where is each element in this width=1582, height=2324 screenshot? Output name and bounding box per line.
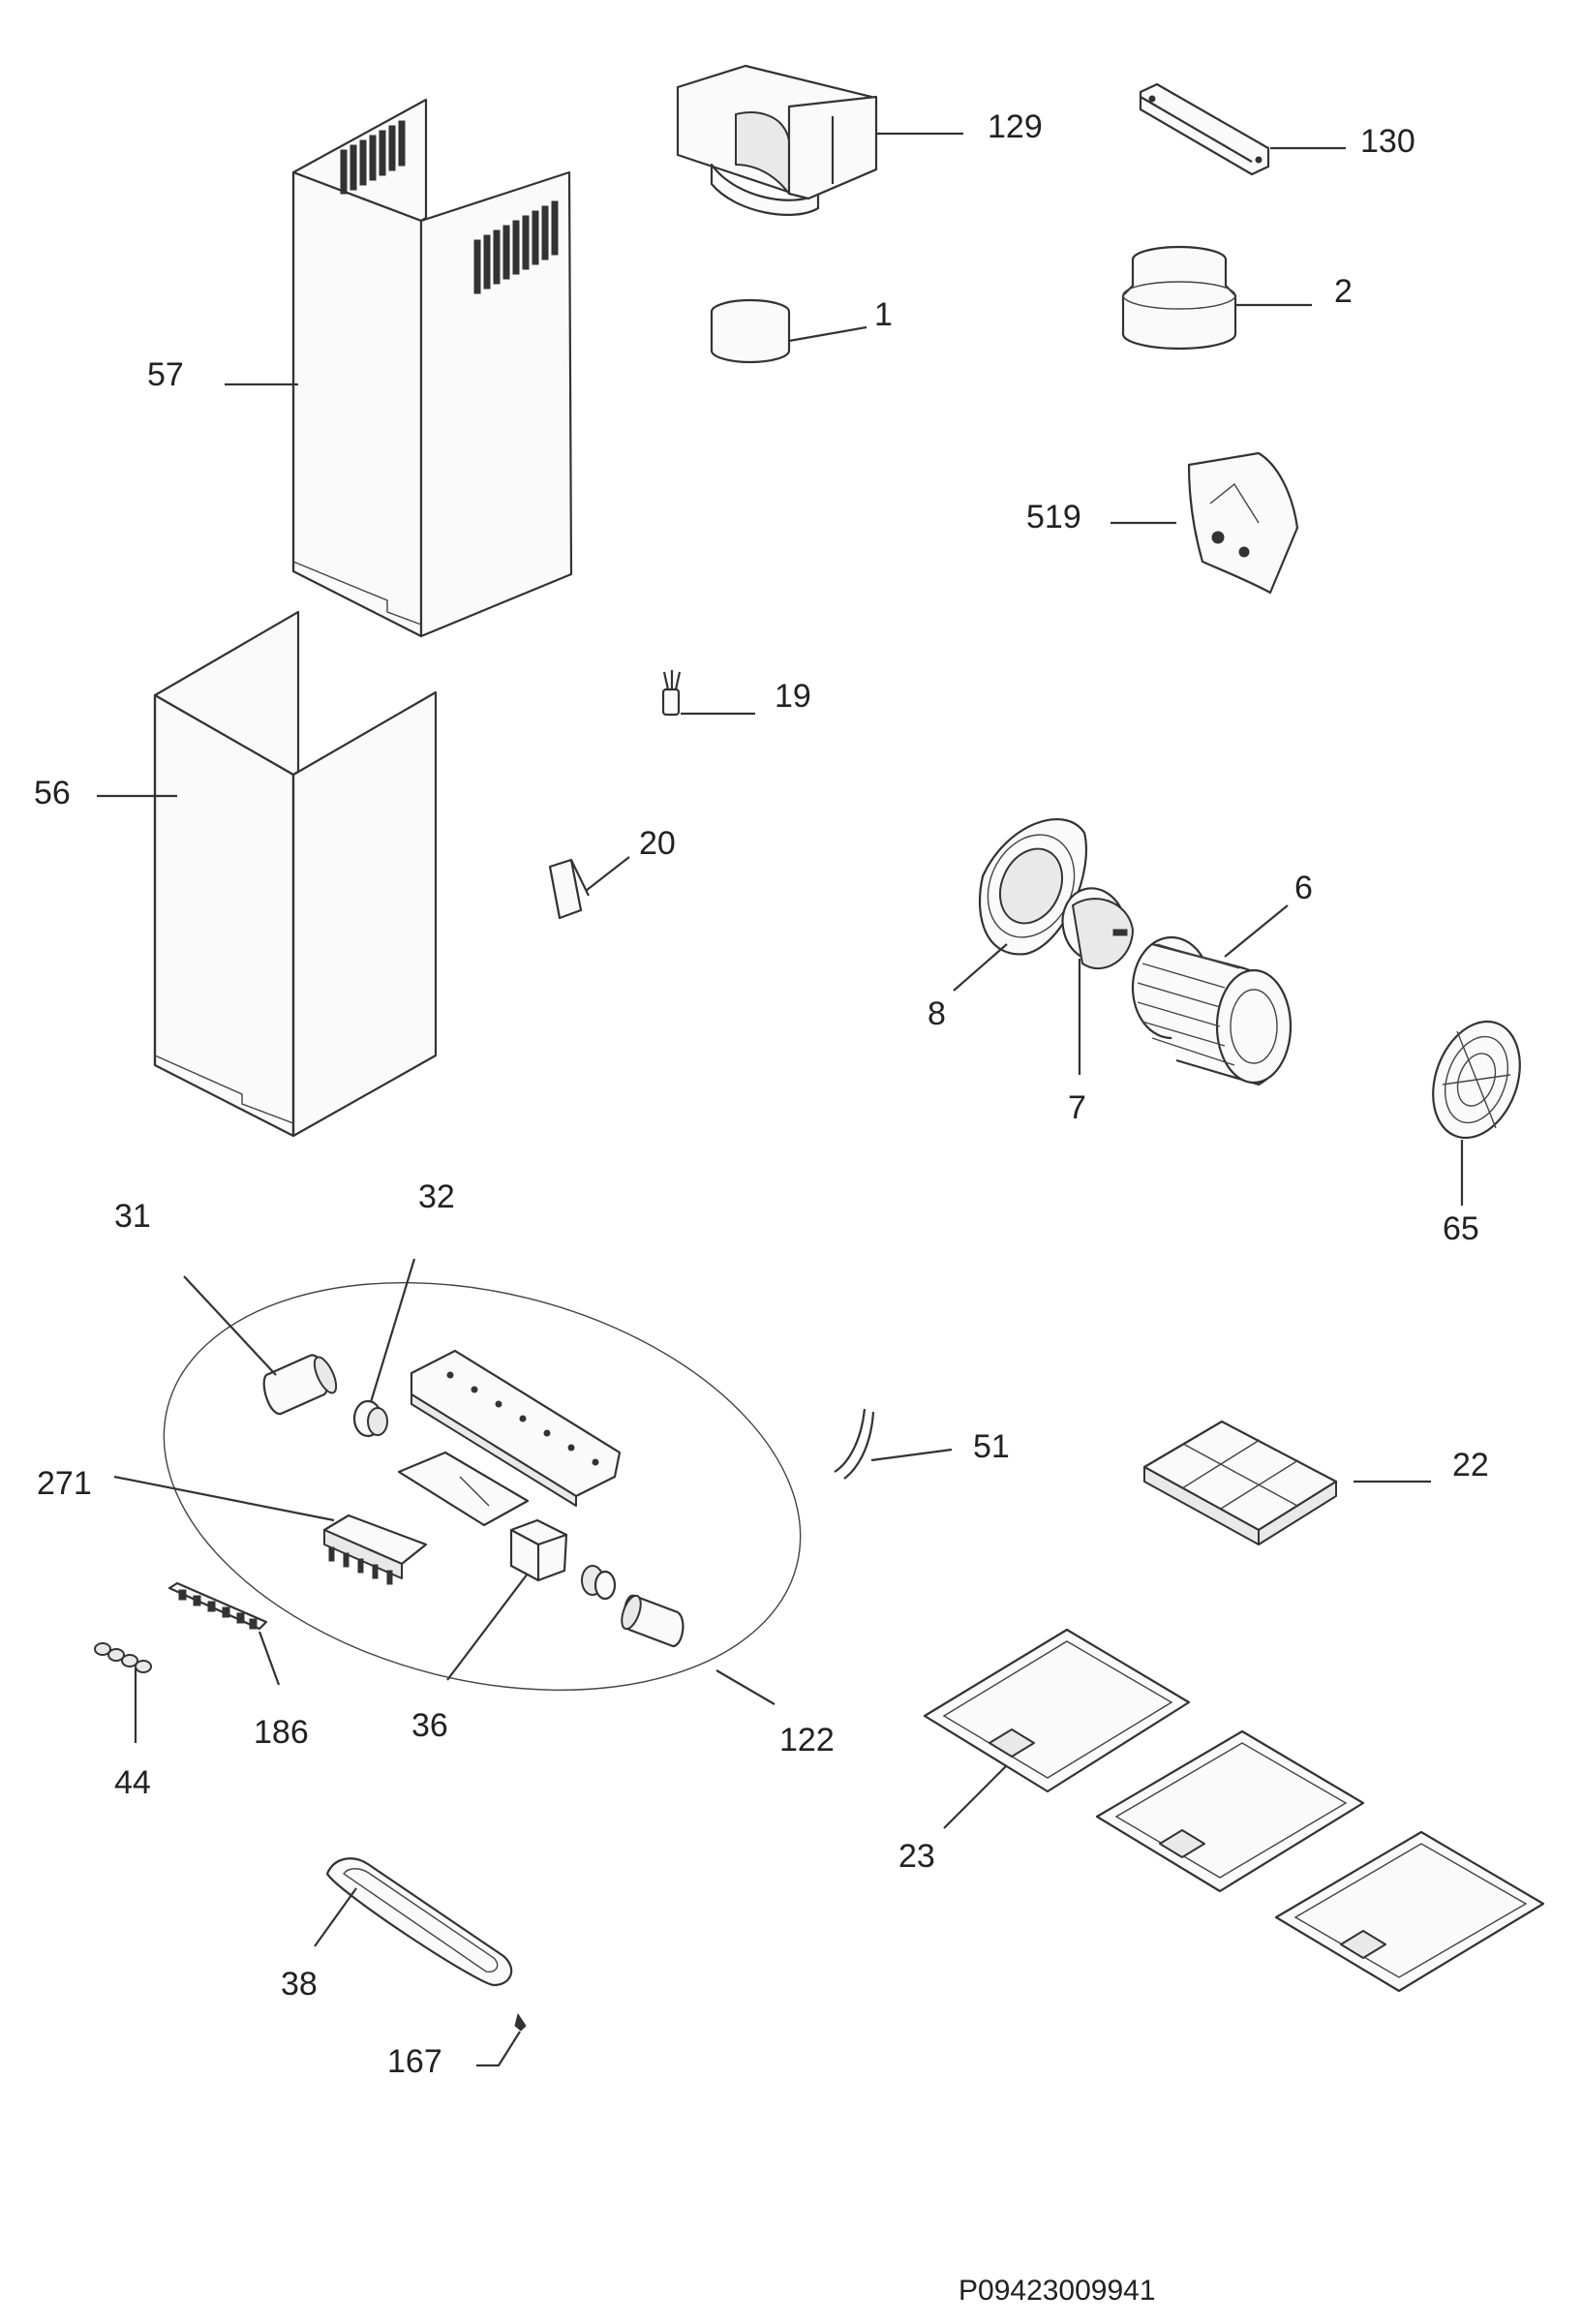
label-8: 8 [928, 995, 946, 1032]
part-129-duct-adapter [676, 64, 878, 216]
part-36-transformer [509, 1518, 568, 1582]
label-130: 130 [1360, 123, 1415, 160]
part-271-switch [322, 1514, 428, 1585]
label-57: 57 [147, 356, 184, 393]
part-65-grille [1432, 1020, 1521, 1140]
part-6-fan-wheel [1131, 935, 1293, 1086]
part-23-grease-filter-1 [923, 1628, 1191, 1793]
label-167: 167 [387, 2043, 442, 2080]
label-38: 38 [281, 1966, 318, 2003]
part-38-light-diffuser [325, 1857, 513, 1987]
part-44-buttons [94, 1642, 152, 1673]
label-44: 44 [114, 1764, 151, 1801]
label-2: 2 [1334, 273, 1353, 310]
label-22: 22 [1452, 1447, 1489, 1483]
label-19: 19 [775, 678, 811, 715]
part-122-group-outline [163, 1281, 802, 1692]
part-7-motor [1061, 887, 1134, 969]
part-519-accessory-bag [1187, 451, 1299, 595]
part-51-hose [834, 1408, 875, 1480]
label-129: 129 [988, 108, 1043, 145]
part-23-grease-filter-3 [1274, 1830, 1545, 1993]
label-1: 1 [874, 296, 893, 333]
label-519: 519 [1026, 499, 1081, 535]
part-lamp-right [581, 1565, 685, 1648]
diagram-code: P09423009941 [958, 2275, 1156, 2307]
label-23: 23 [898, 1838, 935, 1875]
part-1-ring [710, 298, 791, 364]
label-31: 31 [114, 1198, 151, 1235]
part-20-clip [548, 858, 590, 920]
part-56-lower-chimney [153, 610, 438, 1138]
label-51: 51 [973, 1428, 1010, 1465]
label-122: 122 [779, 1722, 835, 1758]
part-2-reducer [1121, 245, 1237, 351]
label-7: 7 [1068, 1089, 1086, 1126]
label-36: 36 [411, 1707, 448, 1744]
label-271: 271 [37, 1465, 92, 1502]
part-32-lamp-holder [352, 1399, 388, 1438]
part-control-bracket [397, 1349, 622, 1527]
label-65: 65 [1443, 1210, 1479, 1247]
part-22-charcoal-filter [1142, 1420, 1338, 1545]
label-32: 32 [418, 1178, 455, 1215]
part-167-screw [514, 2012, 527, 2032]
part-186-knob-strip [167, 1581, 268, 1631]
part-19-capacitor [661, 670, 682, 717]
part-130-bracket [1139, 82, 1270, 176]
part-23-grease-filter-2 [1095, 1729, 1365, 1893]
label-186: 186 [254, 1714, 309, 1751]
part-31-lamp [262, 1354, 338, 1416]
part-57-upper-chimney [291, 98, 573, 638]
label-56: 56 [34, 775, 71, 811]
label-6: 6 [1294, 870, 1313, 906]
label-20: 20 [639, 825, 676, 862]
